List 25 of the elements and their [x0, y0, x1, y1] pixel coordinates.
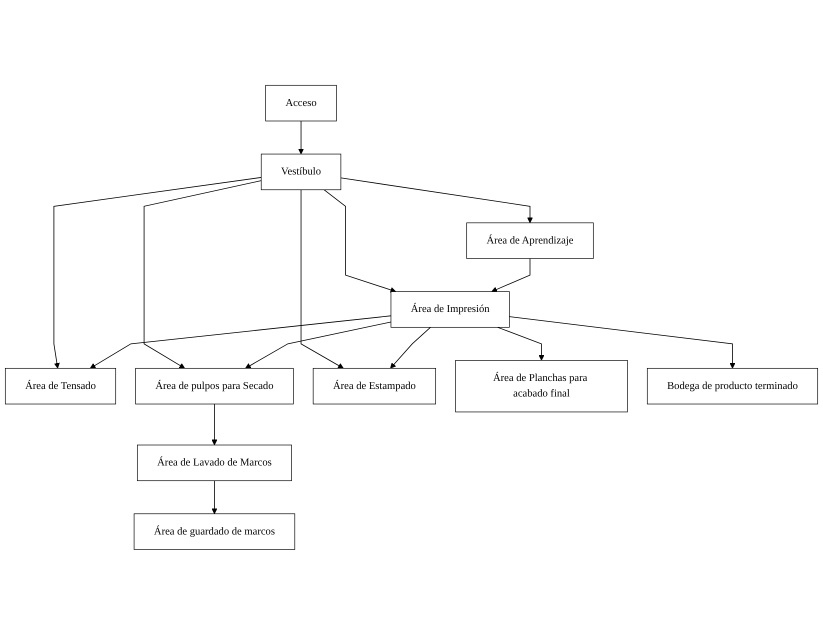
node-box: Área de Impresión — [390, 291, 510, 328]
arrow — [324, 189, 396, 293]
node-box: Área de Tensado — [4, 368, 116, 404]
node-box: Acceso — [265, 85, 337, 122]
node-box: Bodega de producto terminado — [646, 368, 818, 404]
node-box: Área de Planchas para acabado final — [455, 360, 628, 412]
arrow — [212, 404, 218, 446]
node-box: Área de Lavado de Marcos — [136, 444, 292, 482]
arrow — [491, 258, 530, 292]
node-box: Área de guardado de marcos — [134, 514, 296, 550]
arrow — [340, 178, 533, 224]
node-box: Vestíbulo — [260, 154, 342, 190]
arrow — [497, 327, 544, 361]
node-box: Área de pulpos para Secado — [135, 368, 294, 404]
arrow — [212, 480, 218, 514]
arrow — [144, 180, 262, 369]
arrow — [300, 189, 344, 369]
arrow — [298, 120, 304, 154]
arrow — [245, 322, 392, 369]
arrow — [90, 316, 392, 369]
node-box: Área de Aprendizaje — [466, 222, 594, 259]
arrow — [390, 327, 431, 369]
node-box: Área de Estampado — [312, 368, 436, 404]
arrow — [508, 316, 736, 369]
arrow — [54, 177, 262, 369]
